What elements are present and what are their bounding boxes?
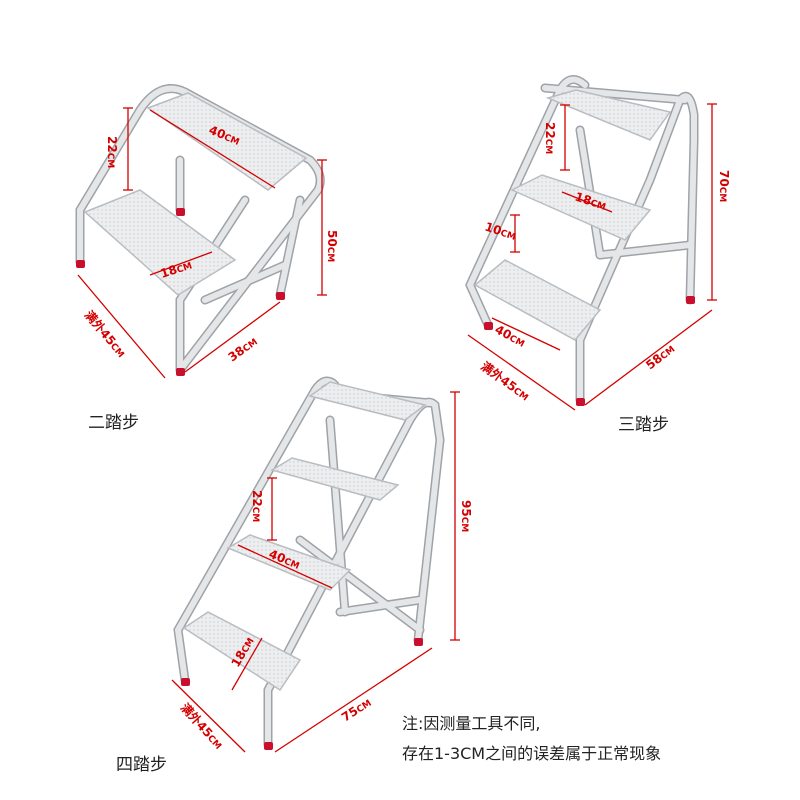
four-step-caption: 四踏步 [116,755,167,775]
three-step-low-gap-label: 10CM [483,220,518,243]
measurement-note-line2: 存在1-3CM之间的误差属于正常现象 [402,744,662,763]
three-step-dimension-lines [467,103,717,411]
two-step-caption: 二踏步 [88,413,139,433]
four-step-top-tread [308,381,427,421]
two-step-top-tread [146,92,308,191]
four-step-stool: 22CM 95CM 40CM 18CM 满外45CM 75CM [171,376,473,753]
three-step-height-label: 70CM [717,170,731,202]
two-step-step-gap-label: 22CM [105,136,119,168]
two-step-dimension-lines [77,107,327,379]
three-step-step-gap-label: 22CM [543,122,557,154]
three-step-base-depth-label: 58CM [643,341,677,372]
three-step-feet [484,296,695,406]
two-step-stool: 40CM 22CM 50CM 18CM 38CM 满外45CM [75,84,339,379]
measurement-note-line1: 注:因测量工具不同, [402,714,541,733]
three-step-caption: 三踏步 [618,415,669,435]
two-step-height-label: 50CM [325,230,339,262]
three-step-bottom-tread [473,259,602,341]
four-step-dimension-lines [171,391,460,753]
four-step-third-tread [226,534,352,591]
two-step-bottom-tread [83,189,237,296]
four-step-base-depth-label: 75CM [339,695,374,724]
three-step-frame [466,76,697,403]
four-step-bottom-tread [182,611,302,692]
four-step-second-tread [270,457,400,501]
three-step-full-width-label: 满外45CM [478,358,532,403]
three-step-middle-tread [510,174,652,241]
two-step-feet [76,208,285,376]
four-step-step-gap-label: 22CM [250,490,264,522]
three-step-stool: 22CM 18CM 10CM 70CM 40CM 满外45CM 58CM [465,75,731,411]
three-step-step-width-label: 40CM [493,322,528,350]
two-step-frame [77,85,324,373]
two-step-full-width-label: 满外45CM [82,307,130,360]
two-step-step-depth-label: 18CM [159,258,194,281]
four-step-height-label: 95CM [459,500,473,532]
four-step-feet [181,638,423,750]
three-step-step-depth-label: 18CM [573,190,608,213]
three-step-top-tread [545,89,672,141]
